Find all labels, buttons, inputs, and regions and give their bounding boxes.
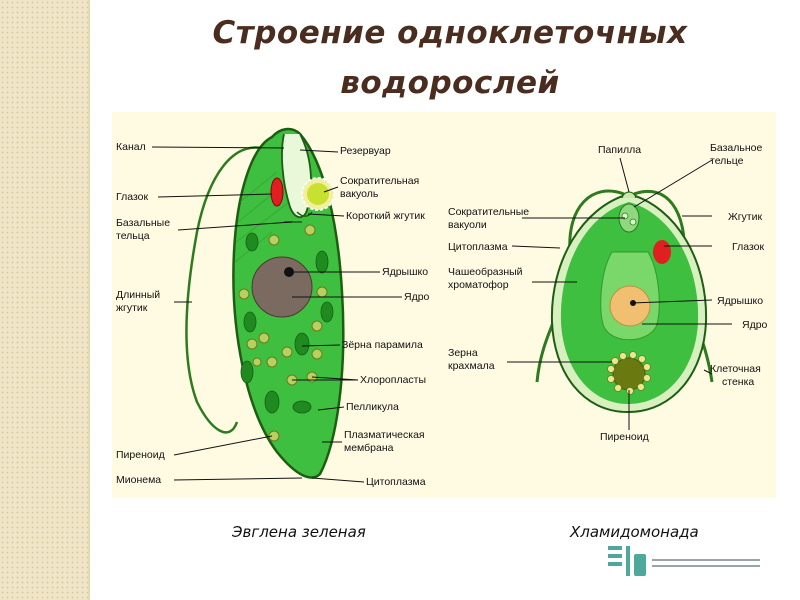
euglena-drawing: [185, 127, 345, 479]
label-euglena-yadro: Ядро: [404, 291, 430, 303]
label-chl-yadro: Ядро: [742, 319, 768, 331]
label-euglena-kanal: Канал: [116, 141, 146, 153]
label-euglena-dlinny-1: Длинный: [116, 289, 160, 301]
chlamydomonas-starch-grains: [607, 351, 651, 395]
label-euglena-bazalnye-1: Базальные: [116, 217, 170, 229]
euglena-long-flagellum: [185, 146, 275, 434]
title-line-1: Строение одноклеточных: [212, 15, 688, 51]
presentation-logo-icon: [608, 546, 760, 576]
side-decor-line: [88, 0, 90, 600]
label-chl-chash-1: Чашеобразный: [448, 266, 523, 278]
chlamydomonas-leader-lines: [507, 157, 732, 430]
label-euglena-glazok: Глазок: [116, 191, 148, 203]
label-chl-bazalnoe-1: Базальное: [710, 142, 763, 154]
label-euglena-plazm-1: Плазматическая: [344, 429, 425, 441]
label-euglena-bazalnye-2: тельца: [116, 230, 150, 242]
label-euglena-citoplazma: Цитоплазма: [366, 476, 426, 488]
euglena-eyespot: [270, 177, 284, 207]
algae-diagram: Канал Глазок Базальные тельца Длинный жг…: [116, 127, 768, 488]
label-euglena-pirenoid: Пиреноид: [116, 449, 165, 461]
label-euglena-zerna: Зёрна парамила: [342, 339, 423, 351]
euglena-leader-lines: [151, 146, 402, 483]
label-euglena-rezervuar: Резервуар: [340, 145, 391, 157]
label-chl-papilla: Папилла: [598, 144, 641, 156]
label-chl-pirenoid: Пиреноид: [600, 431, 649, 443]
page-title: Строение одноклеточных водорослей: [100, 8, 800, 108]
chlamydomonas-nucleus: [609, 285, 651, 327]
label-euglena-pellikula: Пелликула: [346, 401, 399, 413]
caption-chlamydomonas: Хламидомонада: [570, 523, 699, 541]
label-chl-kletochnaya-2: стенка: [722, 376, 754, 388]
label-euglena-dlinny-2: жгутик: [116, 302, 148, 314]
label-chl-bazalnoe-2: тельце: [710, 155, 744, 167]
euglena-chloroplasts: [240, 232, 334, 414]
label-chl-zerna-2: крахмала: [448, 360, 495, 372]
side-decor-strip: [0, 0, 90, 600]
label-chl-chash-2: хроматофор: [448, 279, 509, 291]
label-euglena-sokr-2: вакуоль: [340, 188, 379, 200]
label-euglena-korotky: Короткий жгутик: [346, 210, 425, 222]
euglena-nucleus: [251, 256, 313, 318]
label-euglena-sokr-1: Сократительная: [340, 175, 419, 187]
label-chl-sokr-1: Сократительные: [448, 206, 529, 218]
label-chl-zerna-1: Зерна: [448, 347, 478, 359]
label-euglena-hloroplasty: Хлоропласты: [360, 374, 426, 386]
chlamydomonas-drawing: [535, 189, 714, 414]
caption-euglena: Эвглена зеленая: [232, 523, 366, 541]
chlamydomonas-eyespot: [653, 240, 671, 264]
euglena-nucleolus: [284, 267, 294, 277]
label-chl-sokr-2: вакуоли: [448, 219, 487, 231]
title-line-2: водорослей: [340, 65, 560, 101]
label-euglena-mionema: Мионема: [116, 474, 161, 486]
label-euglena-plazm-2: мембрана: [344, 442, 394, 454]
label-chl-citoplazma: Цитоплазма: [448, 241, 508, 253]
label-chl-kletochnaya-1: Клеточная: [710, 363, 761, 375]
euglena-short-flagellum: [296, 211, 313, 217]
label-chl-glazok: Глазок: [732, 241, 764, 253]
euglena-paramylon-grains: [238, 224, 328, 442]
label-chl-zhgutik: Жгутик: [728, 211, 762, 223]
label-chl-yadryshko: Ядрышко: [717, 295, 763, 307]
label-euglena-yadryshko: Ядрышко: [382, 266, 428, 278]
